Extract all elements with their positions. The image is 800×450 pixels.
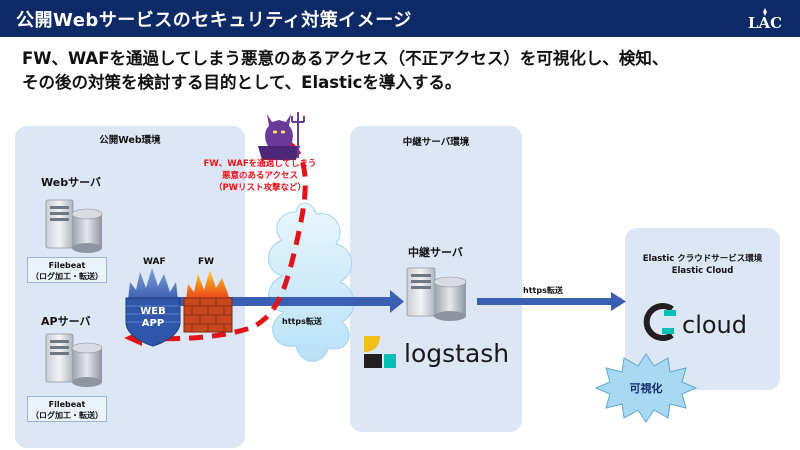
web-server-icon xyxy=(45,199,103,253)
ap-server-icon xyxy=(45,333,103,387)
internet-cloud-icon xyxy=(268,202,355,362)
filebeat-bottom-line1: Filebeat xyxy=(48,400,86,409)
elastic-cloud-logo-icon xyxy=(643,303,676,341)
logo-text: LAC xyxy=(747,14,783,32)
logo-flame-shape xyxy=(763,8,767,16)
filebeat-bottom-line2: （ログ加工・転送） xyxy=(31,411,103,420)
https-transfer-right-label: https転送 xyxy=(523,286,563,295)
elastic-cloud-title: Elastic クラウドサービス環境 Elastic Cloud xyxy=(625,253,780,277)
lac-logo-mark xyxy=(763,8,767,16)
ap-server-label: APサーバ xyxy=(41,315,91,328)
filebeat-top-line1: Filebeat xyxy=(48,261,86,270)
relay-panel-label: 中継サーバ環境 xyxy=(402,137,470,148)
page-title: 公開Webサービスのセキュリティ対策イメージ xyxy=(16,10,412,31)
https-transfer-left-label: https転送 xyxy=(282,317,322,326)
attack-note-line1: FW、WAFを通過してしまう xyxy=(203,159,317,169)
subtitle-line-2: その後の対策を検討する目的として、Elasticを導入する。 xyxy=(22,73,462,92)
filebeat-box-bottom: Filebeat （ログ加工・転送） xyxy=(27,396,107,422)
elastic-cloud-title-line2: Elastic Cloud xyxy=(671,266,734,276)
relay-panel: 中継サーバ環境 xyxy=(350,126,522,432)
logstash-logo-icon xyxy=(364,336,396,368)
attack-note: FW、WAFを通過してしまう 悪意のあるアクセス （PWリスト攻撃など） xyxy=(180,158,340,194)
elastic-cloud-wordmark: cloud xyxy=(682,311,747,339)
header-bar: 公開Webサービスのセキュリティ対策イメージ LAC xyxy=(0,0,800,37)
attack-note-line2: 悪意のあるアクセス xyxy=(221,171,299,181)
subtitle: FW、WAFを通過してしまう悪意のあるアクセス（不正アクセス）を可視化し、検知、… xyxy=(22,47,782,95)
flow-arrow-to-elastic xyxy=(477,292,626,311)
visualize-label: 可視化 xyxy=(630,381,663,395)
hacker-devil-icon xyxy=(258,112,305,160)
attack-note-line3: （PWリスト攻撃など） xyxy=(213,183,307,193)
subtitle-line-1: FW、WAFを通過してしまう悪意のあるアクセス（不正アクセス）を可視化し、検知、 xyxy=(22,49,669,68)
visualize-starburst-badge: 可視化 xyxy=(594,353,698,423)
flow-arrow-to-relay xyxy=(130,290,404,313)
elastic-cloud-title-line1: Elastic クラウドサービス環境 xyxy=(642,254,763,264)
fw-brick-wall-icon xyxy=(183,297,233,333)
fw-label: FW xyxy=(198,257,215,267)
web-server-label: Webサーバ xyxy=(41,176,101,189)
waf-flame-icon xyxy=(128,268,178,300)
waf-label: WAF xyxy=(143,257,166,267)
filebeat-top-line2: （ログ加工・転送） xyxy=(31,272,103,281)
relay-server-icon xyxy=(406,267,467,321)
webapp-label-line1: WEB xyxy=(140,306,165,317)
logstash-wordmark: logstash xyxy=(404,339,509,368)
webapp-shield-icon: WEB APP xyxy=(125,297,181,347)
filebeat-box-top: Filebeat （ログ加工・転送） xyxy=(27,257,107,283)
relay-server-label: 中継サーバ xyxy=(408,246,463,259)
fw-flame-icon xyxy=(186,270,230,300)
lac-logo: LAC xyxy=(744,6,786,32)
webapp-label-line2: APP xyxy=(142,318,164,329)
public-web-panel-label: 公開Web環境 xyxy=(99,135,161,146)
